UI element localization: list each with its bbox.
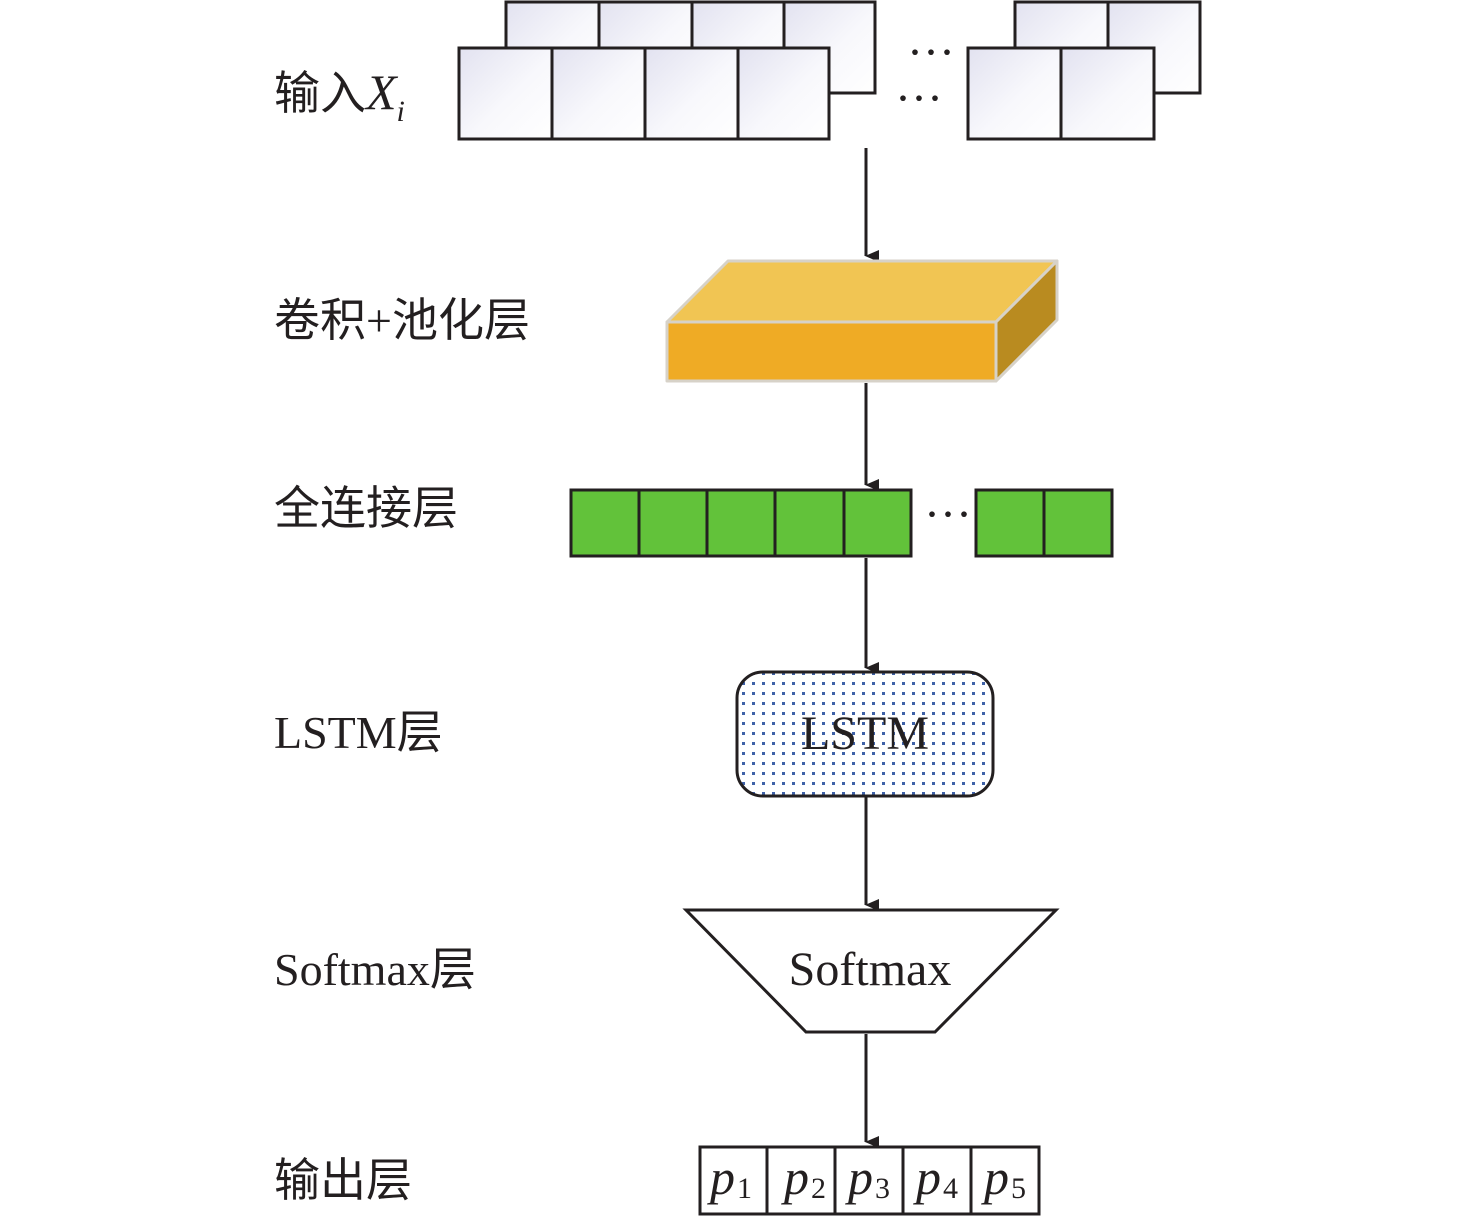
fully-connected-layer-label: 全连接层 bbox=[274, 483, 458, 534]
lstm-layer-label: LSTM层 bbox=[274, 707, 443, 758]
output-p2: p2 bbox=[781, 1149, 826, 1205]
output-layer-label: 输出层 bbox=[274, 1155, 412, 1206]
ellipsis-back: ··· bbox=[907, 26, 955, 79]
softmax-trapezoid bbox=[682, 908, 1060, 1034]
fc-unit bbox=[773, 488, 846, 558]
output-p4: p4 bbox=[913, 1149, 958, 1205]
input-front-cells-1 bbox=[457, 46, 831, 141]
lstm-block: LSTM bbox=[735, 670, 995, 798]
fc-unit bbox=[842, 488, 913, 558]
softmax-block-text: Softmax bbox=[789, 943, 952, 996]
output-cell bbox=[969, 1145, 1041, 1216]
input-cell bbox=[550, 46, 647, 141]
conv-block-front bbox=[665, 320, 998, 383]
input-cell bbox=[457, 46, 554, 141]
softmax-layer-label: Softmax层 bbox=[274, 944, 476, 995]
lstm-block-text: LSTM bbox=[801, 707, 929, 760]
output-p1: p1 bbox=[707, 1149, 752, 1205]
input-feature-maps bbox=[457, 0, 1202, 141]
input-layer-label: 输入Xi bbox=[274, 64, 405, 128]
softmax-block: Softmax bbox=[682, 908, 1060, 1034]
output-p5: p5 bbox=[981, 1149, 1026, 1205]
input-cell bbox=[966, 46, 1063, 141]
input-cell bbox=[736, 46, 831, 141]
fc-unit bbox=[974, 488, 1046, 558]
fc-unit bbox=[569, 488, 641, 558]
fc-unit bbox=[1042, 488, 1114, 558]
conv-pool-layer-label: 卷积+池化层 bbox=[274, 295, 530, 346]
output-p3: p3 bbox=[845, 1149, 890, 1205]
conv-pool-block bbox=[665, 259, 1059, 383]
output-probabilities: p1 p2 p3 p4 p5 bbox=[698, 1145, 1041, 1216]
output-cell bbox=[833, 1145, 905, 1216]
lstm-block-shape bbox=[735, 670, 995, 798]
fc-unit bbox=[705, 488, 777, 558]
fc-unit bbox=[637, 488, 709, 558]
input-front-cells-2 bbox=[966, 46, 1156, 141]
conv-block-top bbox=[665, 259, 1059, 324]
input-cell bbox=[643, 46, 740, 141]
fully-connected-units bbox=[569, 488, 1114, 558]
input-cell bbox=[1059, 46, 1156, 141]
fc-ellipsis: ··· bbox=[924, 488, 972, 541]
ellipsis-front: ··· bbox=[895, 72, 943, 125]
